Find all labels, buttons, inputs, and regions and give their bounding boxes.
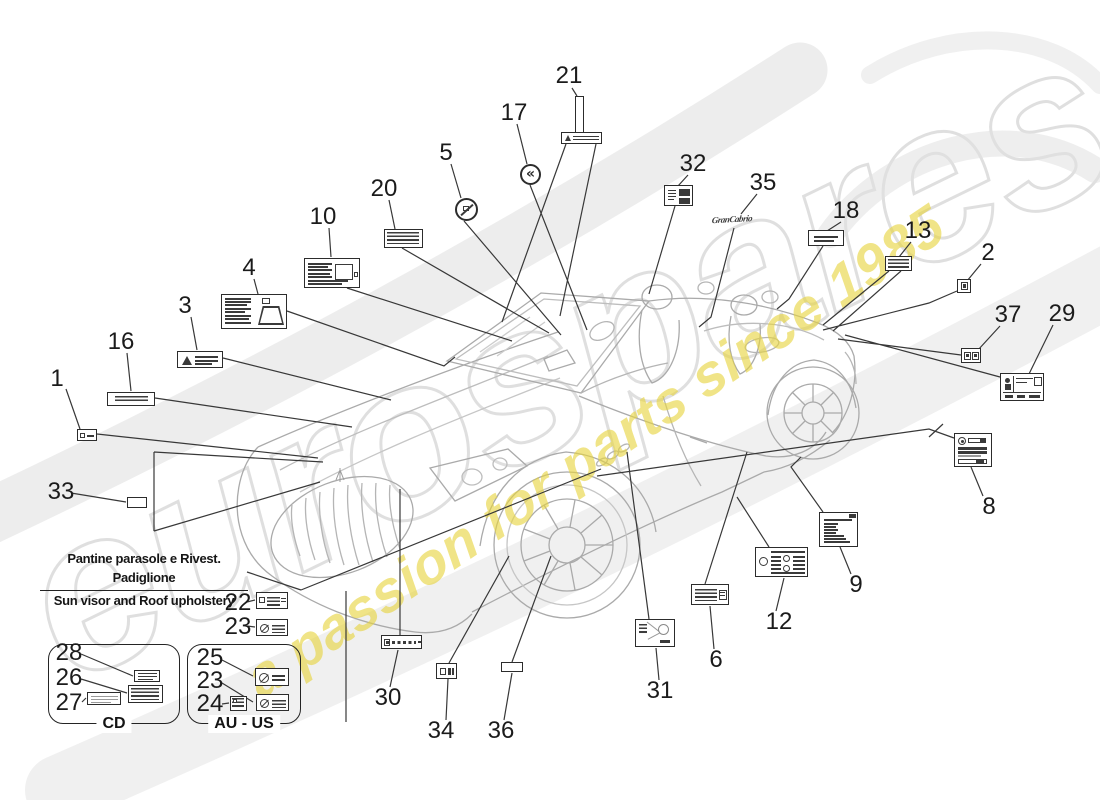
- sticker-30: [381, 635, 422, 649]
- sticker-26: [128, 685, 163, 703]
- sticker-6: [691, 584, 729, 605]
- callout-13[interactable]: 13: [904, 217, 932, 244]
- callout-22[interactable]: 22: [224, 589, 252, 616]
- sticker-17: [520, 164, 541, 185]
- group-label-au-us: AU - US: [208, 715, 280, 733]
- sticker-37: [961, 348, 981, 363]
- callout-36[interactable]: 36: [487, 717, 515, 744]
- callout-28[interactable]: 28: [55, 639, 83, 666]
- callout-4[interactable]: 4: [242, 254, 256, 281]
- sticker-13: [885, 256, 912, 271]
- callout-10[interactable]: 10: [309, 203, 337, 230]
- sticker-12-tire-pressure: [755, 547, 808, 577]
- sticker-18: [808, 230, 844, 246]
- sticker-33: [127, 497, 147, 508]
- callout-21[interactable]: 21: [555, 62, 583, 89]
- number-connector-lines: [65, 87, 1054, 721]
- callout-3[interactable]: 3: [178, 292, 192, 319]
- group-box-cd: CD: [48, 644, 180, 733]
- sticker-31-airbag-warning: [635, 619, 675, 647]
- sticker-5: [455, 198, 478, 221]
- callout-31[interactable]: 31: [646, 677, 674, 704]
- group-box-au-us: AU - US: [187, 644, 301, 733]
- warning-triangle-icon: [565, 135, 571, 141]
- callout-23b[interactable]: 23: [196, 667, 224, 694]
- sticker-28: [134, 670, 160, 682]
- callout-25[interactable]: 25: [196, 644, 224, 671]
- callout-20[interactable]: 20: [370, 175, 398, 202]
- callout-24[interactable]: 24: [196, 690, 224, 717]
- callout-12[interactable]: 12: [765, 608, 793, 635]
- sticker-16: [107, 392, 155, 406]
- callout-17[interactable]: 17: [500, 99, 528, 126]
- callout-29[interactable]: 29: [1048, 300, 1076, 327]
- callout-6[interactable]: 6: [709, 646, 723, 673]
- sticker-3: [177, 351, 223, 368]
- sticker-29: [1000, 373, 1044, 401]
- callout-35[interactable]: 35: [749, 169, 777, 196]
- group-label-cd: CD: [96, 715, 132, 733]
- bracket-lines: [153, 451, 602, 722]
- emblem-script-text: GranCabrio: [711, 213, 753, 226]
- callout-16[interactable]: 16: [107, 328, 135, 355]
- warning-triangle-icon: [182, 356, 192, 365]
- sticker-9: [819, 512, 858, 547]
- person-icon: [1005, 378, 1010, 383]
- sticker-2: [957, 279, 971, 293]
- callout-9[interactable]: 9: [849, 571, 863, 598]
- caption-english: Sun visor and Roof upholstery: [53, 592, 235, 608]
- sticker-10: [304, 258, 360, 288]
- sticker-23: [256, 619, 288, 636]
- callout-2[interactable]: 2: [981, 239, 995, 266]
- callout-23[interactable]: 23: [224, 613, 252, 640]
- callout-1[interactable]: 1: [50, 365, 64, 392]
- caption-italian: Pantine parasole e Rivest. Padiglione: [40, 550, 248, 591]
- sticker-23-au: [256, 694, 289, 711]
- leader-line: [96, 143, 1001, 664]
- caption-sun-visor: Pantine parasole e Rivest. Padiglione Su…: [40, 550, 248, 610]
- sticker-1: [77, 429, 97, 441]
- car-illustration: [236, 281, 860, 634]
- sticker-36: [501, 662, 523, 672]
- callout-33[interactable]: 33: [47, 478, 75, 505]
- sticker-27: [87, 692, 121, 705]
- sticker-21-stem: [575, 96, 584, 134]
- callout-37[interactable]: 37: [994, 301, 1022, 328]
- callout-32[interactable]: 32: [679, 150, 707, 177]
- callout-34[interactable]: 34: [427, 717, 455, 744]
- sticker-4: [221, 294, 287, 329]
- sticker-8: [954, 433, 992, 467]
- sticker-22: [256, 592, 288, 609]
- sticker-21: [561, 132, 602, 144]
- sticker-35-model-emblem: GranCabrio: [711, 213, 758, 228]
- sticker-32: [664, 185, 693, 206]
- sticker-34: [436, 663, 457, 679]
- sticker-24: [230, 696, 247, 711]
- sticker-20: [384, 229, 423, 248]
- callout-26[interactable]: 26: [55, 664, 83, 691]
- callout-18[interactable]: 18: [832, 197, 860, 224]
- callout-8[interactable]: 8: [982, 493, 996, 520]
- sticker-25: [255, 668, 289, 686]
- callout-27[interactable]: 27: [55, 689, 83, 716]
- callout-5[interactable]: 5: [439, 139, 453, 166]
- callout-30[interactable]: 30: [374, 684, 402, 711]
